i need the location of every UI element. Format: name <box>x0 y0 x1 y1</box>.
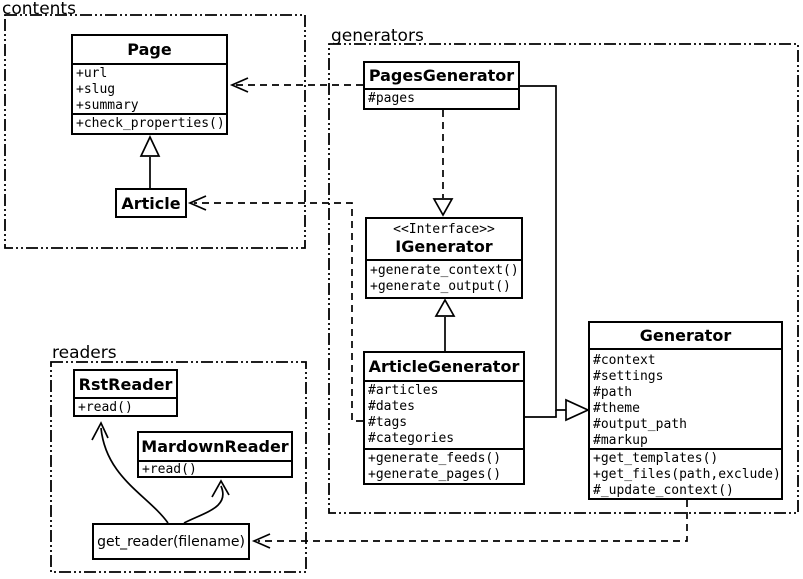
dependency-arrow-articlegenerator-to-article <box>187 195 363 422</box>
member-line: #_update_context() <box>593 483 734 498</box>
member-line: #context <box>593 353 656 368</box>
call-arrow-getreader-to-mardownreader <box>183 479 230 524</box>
class-methods: +read() <box>139 462 291 476</box>
member-line: +generate_context() <box>370 263 519 278</box>
interface-stereotype: <<Interface>> <box>393 222 495 237</box>
member-line: #pages <box>368 91 415 106</box>
function-get-reader: get_reader(filename) <box>92 523 250 560</box>
class-methods: +generate_feeds()+generate_pages() <box>365 450 523 483</box>
class-attributes: #context#settings#path#theme#output_path… <box>590 350 781 450</box>
member-line: #categories <box>368 431 455 446</box>
package-generators-label: generators <box>331 26 424 46</box>
class-generator: Generator #context#settings#path#theme#o… <box>588 321 783 500</box>
member-line: #tags <box>368 415 408 430</box>
member-line: #theme <box>593 401 640 416</box>
inheritance-arrow-article-to-page <box>139 135 161 188</box>
inheritance-arrow-articlegenerator-to-igenerator <box>434 298 456 351</box>
class-title: Article <box>121 193 181 213</box>
member-line: +read() <box>142 462 197 476</box>
class-page: Page +url+slug+summary +check_properties… <box>71 34 228 135</box>
class-header: <<Interface>> IGenerator <box>367 219 521 261</box>
member-line: #output_path <box>593 417 687 432</box>
class-title: IGenerator <box>395 237 493 256</box>
member-line: +slug <box>76 82 116 97</box>
class-methods: +check_properties() <box>73 115 226 137</box>
class-attributes: #pages <box>365 90 518 108</box>
class-title: Page <box>73 36 226 65</box>
class-methods: +read() <box>75 399 176 415</box>
class-attributes: +url+slug+summary <box>73 65 226 115</box>
class-title: PagesGenerator <box>365 63 518 90</box>
class-rst-reader: RstReader +read() <box>73 369 178 417</box>
member-line: +check_properties() <box>76 116 225 131</box>
member-line: #dates <box>368 399 415 414</box>
class-igenerator: <<Interface>> IGenerator +generate_conte… <box>365 217 523 299</box>
member-line: +url <box>76 66 108 81</box>
member-line: #articles <box>368 383 439 398</box>
member-line: +get_templates() <box>593 451 719 466</box>
class-article-generator: ArticleGenerator #articles#dates#tags#ca… <box>363 351 525 485</box>
member-line: #path <box>593 385 633 400</box>
member-line: +generate_feeds() <box>368 451 502 466</box>
class-attributes: #articles#dates#tags#categories <box>365 382 523 450</box>
member-line: +read() <box>78 400 133 415</box>
realization-arrow-pagesgenerator-to-igenerator <box>432 110 454 217</box>
class-methods: +get_templates()+get_files(path,exclude)… <box>590 450 781 498</box>
member-line: +generate_output() <box>370 279 511 294</box>
inheritance-arrow-generators-to-generator <box>520 85 591 422</box>
class-methods: +generate_context()+generate_output() <box>367 261 521 297</box>
class-pages-generator: PagesGenerator #pages <box>363 61 520 110</box>
class-title: ArticleGenerator <box>365 353 523 382</box>
member-line: +generate_pages() <box>368 467 502 482</box>
class-mardown-reader: MardownReader +read() <box>137 431 293 478</box>
dependency-arrow-pagesgenerator-to-page <box>229 77 363 93</box>
member-line: #settings <box>593 369 664 384</box>
package-readers-label: readers <box>52 343 117 363</box>
function-label: get_reader(filename) <box>97 533 245 550</box>
member-line: +get_files(path,exclude) <box>593 467 781 482</box>
class-title: Generator <box>590 323 781 350</box>
dependency-arrow-generator-to-getreader <box>251 500 688 549</box>
class-article: Article <box>115 188 187 218</box>
member-line: #markup <box>593 433 648 448</box>
package-contents-label: contents <box>2 0 76 19</box>
class-title: RstReader <box>75 371 176 399</box>
class-title: MardownReader <box>139 433 291 462</box>
member-line: +summary <box>76 98 139 113</box>
